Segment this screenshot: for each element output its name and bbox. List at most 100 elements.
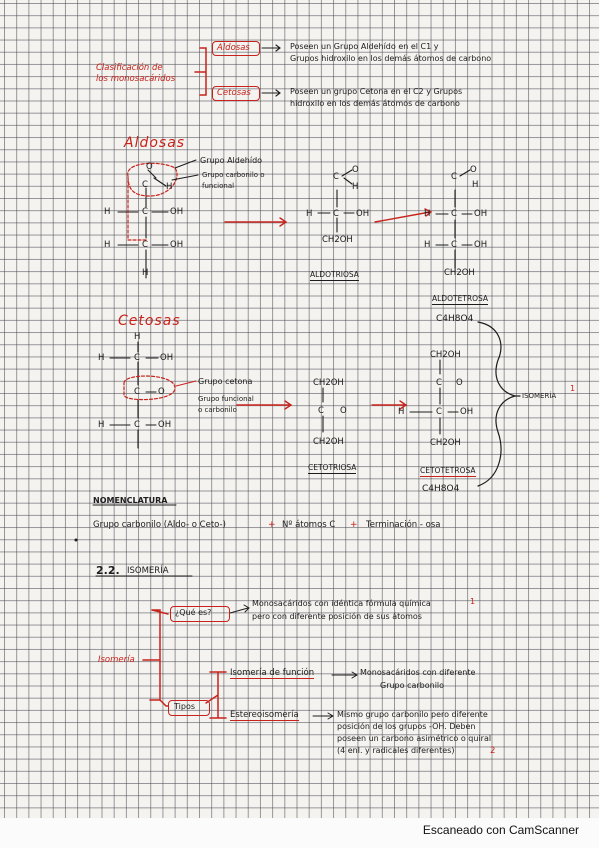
funcion-desc-line1: Monosacáridos con diferente <box>360 668 476 677</box>
arrow-to-cetotetrosa <box>371 400 408 410</box>
aldotetrosa-atom-h3: H <box>424 240 431 250</box>
cetotriosa-atom-ch2oh-bottom: CH2OH <box>313 437 344 447</box>
ketone-group-highlight <box>123 375 176 401</box>
cetosa-structure-bonds <box>109 341 159 449</box>
aldotriosa-bonds <box>317 169 355 233</box>
aldotetrosa-atom-h2: H <box>424 209 431 219</box>
section-number: 2.2. <box>96 564 120 577</box>
cetosa-atom-c1: C <box>134 353 140 363</box>
aldotriosa-atom-c2: C <box>333 209 339 219</box>
classification-title-line1: Clasificación de <box>96 63 163 73</box>
classification-brace <box>194 47 207 96</box>
annotation-funcional: funcional <box>202 182 235 190</box>
cetosas-desc-line1: Poseen un grupo Cetona en el C2 y Grupos <box>290 87 463 96</box>
annotation-grupo-carbonilo: Grupo carbonilo o <box>202 171 265 179</box>
aldotriosa-atom-h: H <box>352 182 359 192</box>
cetosas-label: Cetosas <box>217 88 251 98</box>
nomenclatura-part1: Grupo carbonilo (Aldo- o Ceto-) <box>93 520 226 530</box>
aldosa-atom-o: O <box>146 162 153 172</box>
tipos-box <box>168 700 210 716</box>
aldosas-desc-line1: Poseen un Grupo Aldehído en el C1 y <box>290 42 439 51</box>
funcion-desc-line2: Grupo carbonilo <box>380 681 445 690</box>
aldosa-atom-h1: H <box>166 182 173 192</box>
estereo-arrow <box>312 712 334 720</box>
tipos-label: Tipos <box>174 702 196 711</box>
aldosa-structure-bonds <box>117 169 169 279</box>
section-title: ISOMERÍA <box>127 566 169 576</box>
que-es-arrow <box>229 604 250 614</box>
aldotetrosa-atom-h: H <box>472 180 479 190</box>
ketone-pointer <box>175 380 197 387</box>
cetotetrosa-formula: C4H8O4 <box>422 484 460 494</box>
cetosa-atom-h-top: H <box>134 332 141 342</box>
aldosas-desc-line2: Grupos hidroxilo en los demás átomos de … <box>290 54 492 63</box>
aldosas-heading: Aldosas <box>124 135 186 151</box>
isomeria-label: ISOMERÍA <box>522 392 557 400</box>
annotation-grupo-cetona: Grupo cetona <box>198 377 253 386</box>
cetotetrosa-atom-h: H <box>398 407 405 417</box>
que-es-box <box>170 606 230 622</box>
estereo-marker: 2 <box>490 746 496 756</box>
cetosas-arrow <box>261 89 281 97</box>
aldosa-atom-h4: H <box>142 268 149 278</box>
isomeria-root: Isomería <box>98 655 135 665</box>
cetosa-atom-h3: H <box>98 420 105 430</box>
aldehyde-group-highlight <box>127 162 178 197</box>
cetotetrosa-name: CETOTETROSA <box>420 466 476 477</box>
arrow-to-aldotetrosa <box>374 208 433 223</box>
cetosa-atom-c2: C <box>134 387 140 397</box>
aldosas-arrow <box>261 44 281 52</box>
que-es-desc-line2: pero con diferente posición de sus átomo… <box>252 612 422 621</box>
nomenclatura-heading: NOMENCLATURA <box>93 496 168 505</box>
que-es-label: ¿Qué es? <box>175 608 212 617</box>
estereo-desc-line1: Mismo grupo carbonilo pero diferente <box>337 710 488 719</box>
nomenclatura-plus1: + <box>268 520 276 530</box>
cetosa-atom-oh3: OH <box>158 420 172 430</box>
aldotriosa-atom-oh: OH <box>356 209 370 219</box>
classification-title-line2: los monosacáridos <box>96 74 176 84</box>
nomenclatura-part3: Terminación - osa <box>366 520 441 530</box>
estereo-label: Estereoisomería <box>230 710 299 721</box>
aldehyde-pointer <box>174 159 197 169</box>
cetotetrosa-bonds <box>409 359 459 435</box>
nomenclatura-part2: Nº átomos C <box>282 520 336 530</box>
aldotetrosa-atom-o: O <box>470 165 477 175</box>
aldotriosa-atom-ch2oh: CH2OH <box>322 235 353 245</box>
cetotetrosa-atom-ch2oh-bottom: CH2OH <box>430 438 461 448</box>
aldotetrosa-atom-oh2: OH <box>474 209 488 219</box>
aldotetrosa-formula: C4H8O4 <box>436 314 474 324</box>
cetotriosa-name: CETOTRIOSA <box>308 463 357 474</box>
aldotriosa-name: ALDOTRIOSA <box>310 270 359 281</box>
aldosa-red-frame <box>127 179 147 241</box>
funcion-label: Isomería de función <box>230 668 315 679</box>
arrow-to-aldotriosa <box>224 217 288 227</box>
cetosa-atom-o: O <box>158 387 165 397</box>
aldotriosa-atom-c1: C <box>333 172 339 182</box>
annotation-grupo-aldehido: Grupo Aldehído <box>200 156 263 165</box>
cetotetrosa-atom-oh: OH <box>460 407 474 417</box>
ink-dot <box>74 538 78 542</box>
annotation-grupo-funcional: Grupo funcional <box>198 395 254 403</box>
aldotriosa-atom-h2: H <box>306 209 313 219</box>
cetosa-atom-h1: H <box>98 353 105 363</box>
cetotetrosa-atom-ch2oh-top: CH2OH <box>430 350 461 360</box>
aldotetrosa-atom-c3: C <box>451 240 457 250</box>
cetotetrosa-atom-c3: C <box>436 407 442 417</box>
aldosa-atom-c1: C <box>142 180 148 190</box>
aldosa-atom-oh3: OH <box>170 240 184 250</box>
cetosa-atom-c3: C <box>134 420 140 430</box>
scanner-footer-band <box>0 818 599 848</box>
aldosas-box <box>212 41 260 56</box>
aldotetrosa-atom-c2: C <box>451 209 457 219</box>
cetotriosa-atom-o: O <box>340 406 347 416</box>
nomenclatura-plus2: + <box>350 520 358 530</box>
que-es-marker: 1 <box>470 597 476 606</box>
cetotetrosa-atom-c2: C <box>436 378 442 388</box>
isomeria-brace <box>477 321 518 487</box>
estereo-desc-line3: poseen un carbono asimétrico o quiral <box>337 734 492 743</box>
tipos-brace <box>205 671 227 719</box>
isomeria-tree-brace <box>149 609 169 707</box>
cetotriosa-atom-ch2oh-top: CH2OH <box>313 378 344 388</box>
camscanner-watermark: Escaneado con CamScanner <box>422 823 579 837</box>
